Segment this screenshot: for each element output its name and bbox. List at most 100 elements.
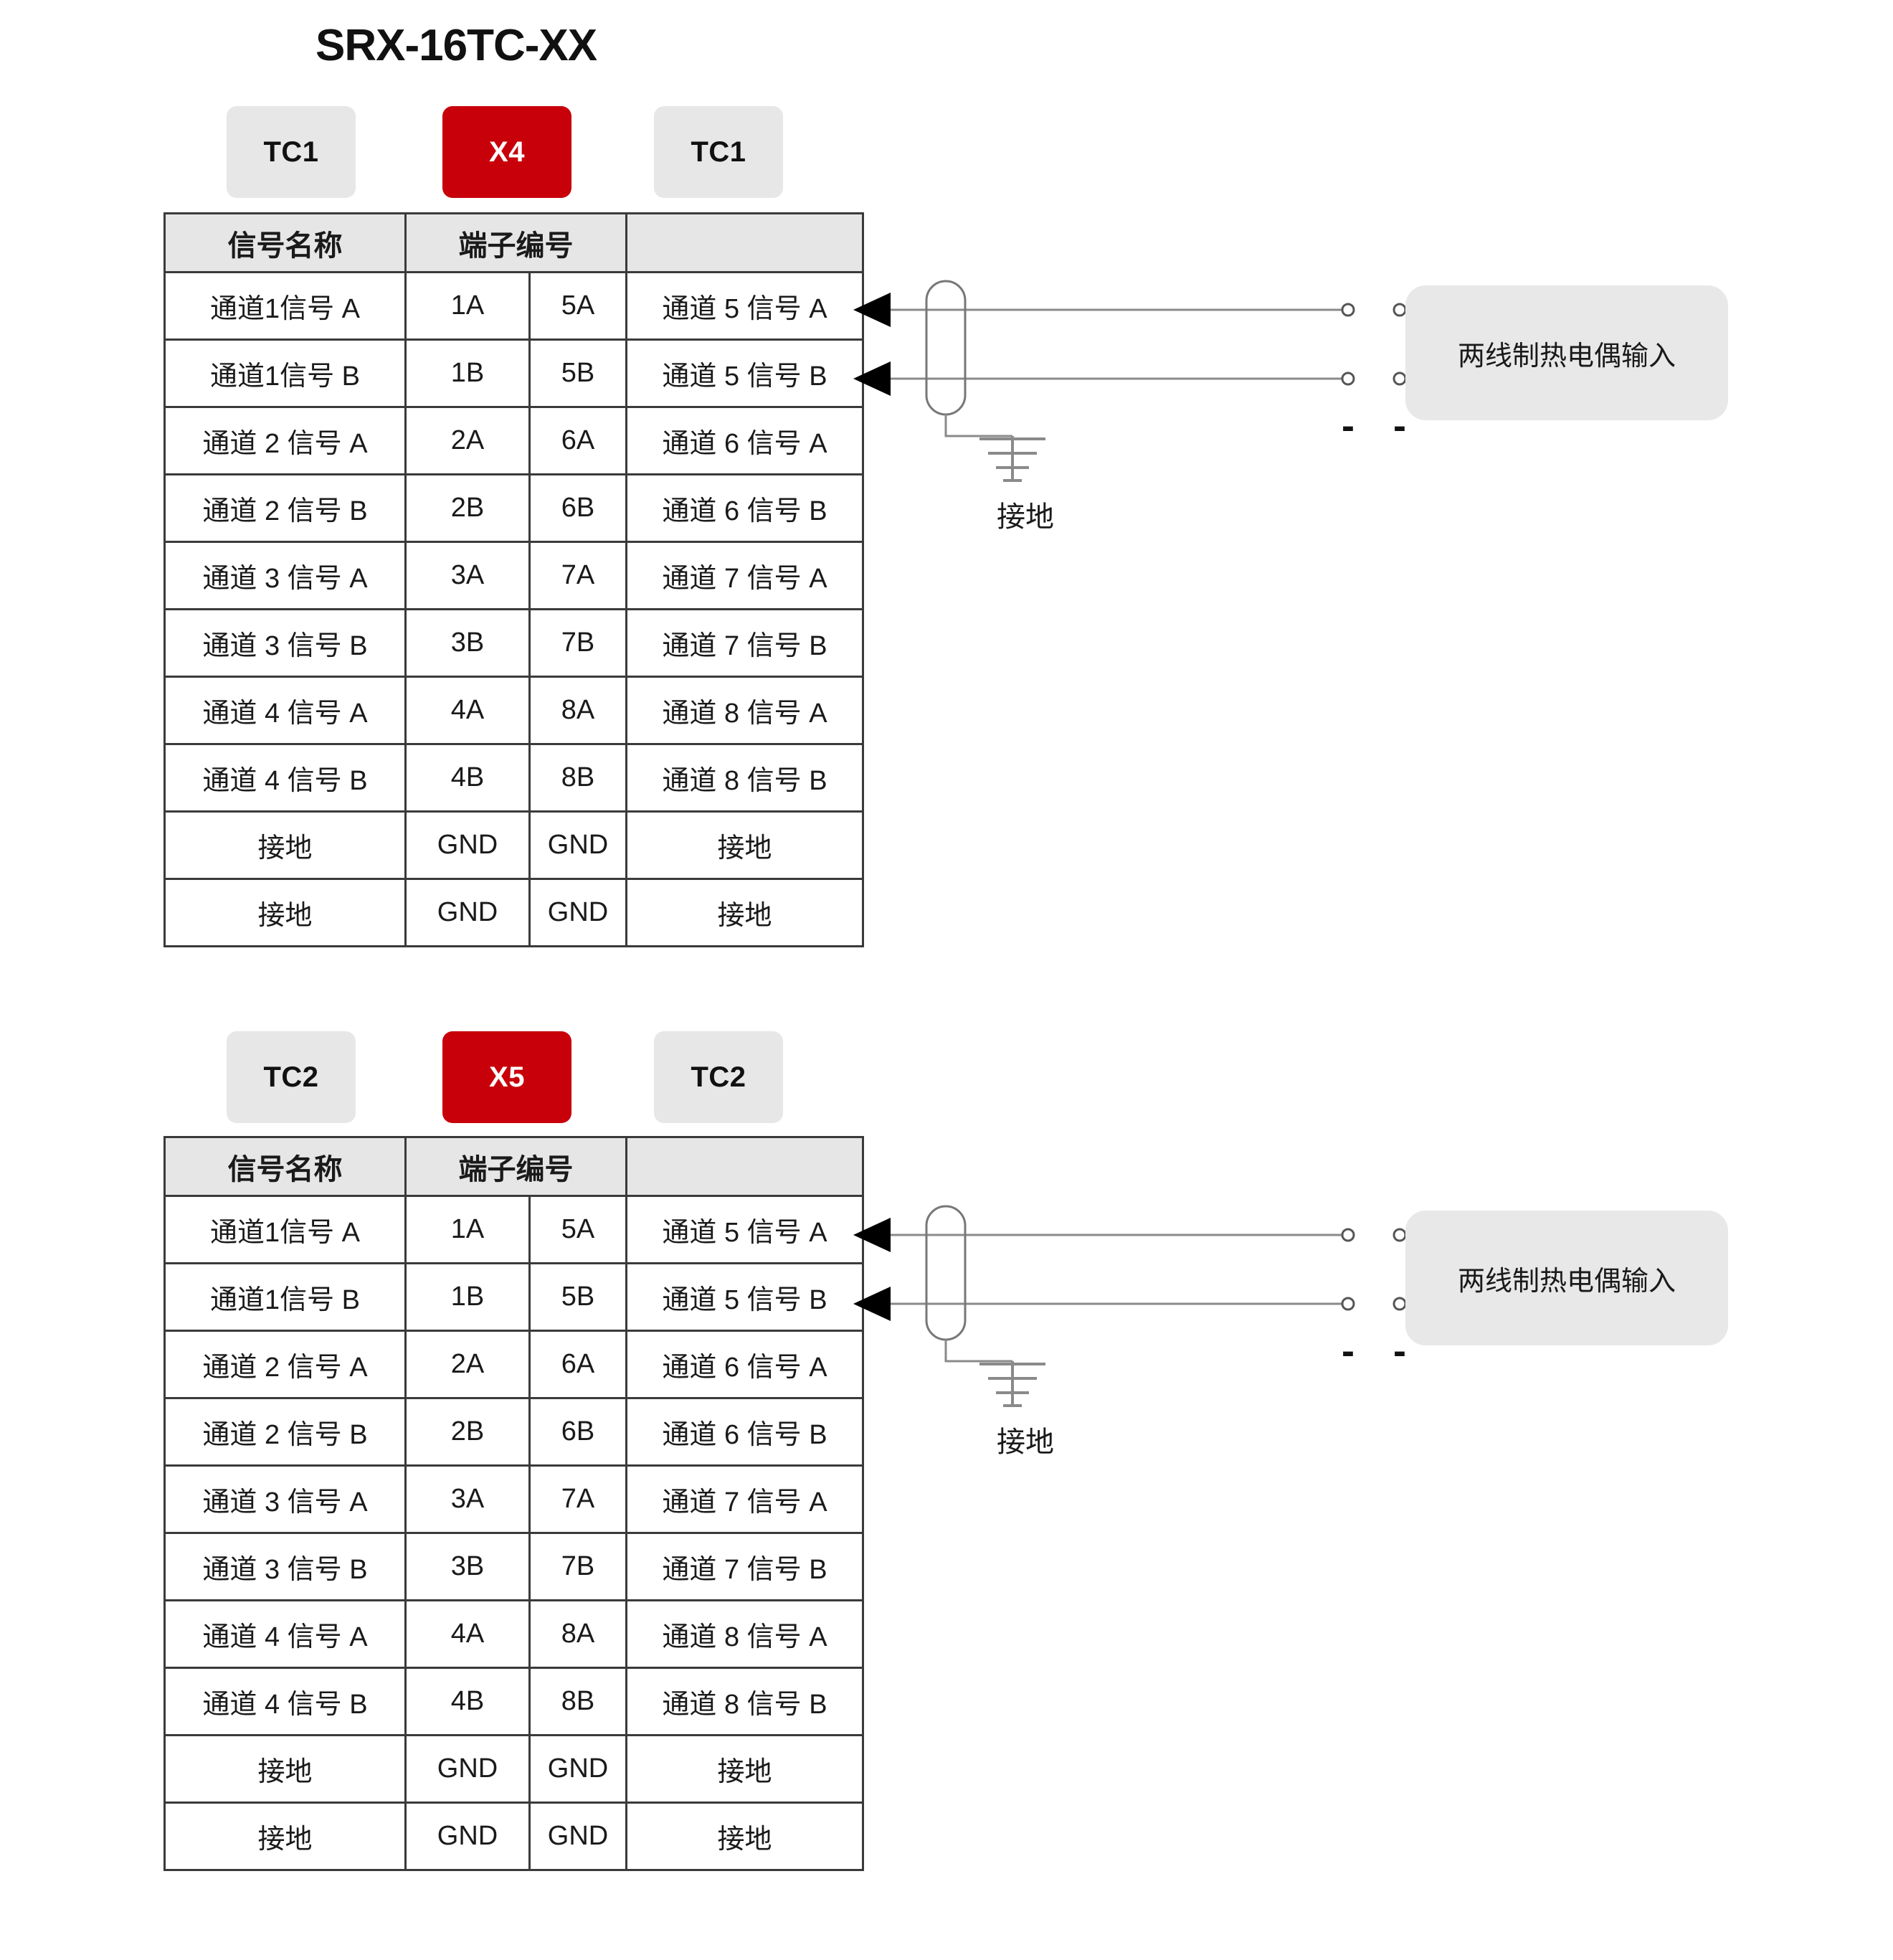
header-blank [625,212,864,273]
cell-right-signal: 通道 6 信号 B [625,1397,864,1467]
cell-right-signal: 接地 [625,1802,864,1871]
cell-right-signal: 接地 [625,810,864,880]
cell-left-signal: 通道 4 信号 A [163,676,407,745]
cell-right-signal: 接地 [625,1734,864,1804]
arrow-left-lower-icon [853,1287,891,1321]
cell-left-signal: 通道 4 信号 B [163,743,407,813]
cell-right-terminal: 7A [528,541,627,610]
terminal-circle-right-minus [1393,1297,1407,1311]
cell-right-terminal: 6B [528,1397,627,1467]
terminal-circle-left-plus [1341,1228,1355,1242]
cell-right-terminal: 5A [528,271,627,341]
cell-left-terminal: GND [404,1734,531,1804]
cell-left-signal: 通道 3 信号 B [163,608,407,678]
cell-left-signal: 通道 4 信号 B [163,1667,407,1736]
input-description-box-block-2: 两线制热电偶输入 [1405,1211,1728,1345]
polarity-plus-right: + [1388,1198,1411,1205]
cell-left-signal: 通道 2 信号 B [163,1397,407,1467]
cell-left-signal: 接地 [163,1802,407,1871]
cell-left-terminal: 2A [404,406,531,475]
cell-left-terminal: 4B [404,743,531,813]
cell-right-terminal: 6A [528,1330,627,1399]
shield-ground-lead [944,415,1012,437]
cell-right-signal: 通道 8 信号 B [625,743,864,813]
cell-right-terminal: 5B [528,338,627,408]
chip-center-label-block-2: X5 [489,1061,525,1093]
cell-left-terminal: 3B [404,1532,531,1601]
ground-symbol-icon [979,436,1045,482]
cell-left-terminal: 1A [404,1195,531,1264]
table-header-row: 信号名称 端子编号 [163,1136,864,1197]
cell-right-terminal: GND [528,1802,627,1871]
shield-capsule-icon [925,1205,967,1341]
cell-right-signal: 通道 7 信号 B [625,608,864,678]
cell-left-terminal: 3B [404,608,531,678]
cell-left-terminal: 4B [404,1667,531,1736]
cell-right-signal: 通道 6 信号 A [625,1330,864,1399]
cell-left-signal: 通道1信号 B [163,1262,407,1332]
polarity-minus-right: - [1393,404,1406,448]
cell-left-signal: 通道 4 信号 A [163,1599,407,1669]
arrow-left-upper-icon [853,1218,891,1252]
cell-right-terminal: 8B [528,743,627,813]
cell-right-signal: 接地 [625,878,864,947]
chip-left-block-2: TC2 [227,1031,356,1123]
cell-right-terminal: GND [528,878,627,947]
cell-left-signal: 接地 [163,878,407,947]
cell-left-signal: 通道 3 信号 A [163,1464,407,1534]
chip-right-block-2: TC2 [654,1031,783,1123]
cell-right-signal: 通道 5 信号 A [625,1195,864,1264]
cell-left-terminal: 1B [404,1262,531,1332]
chip-left-label-block-2: TC2 [263,1061,319,1093]
cell-left-terminal: 2A [404,1330,531,1399]
cell-left-terminal: 2B [404,1397,531,1467]
header-signal-name: 信号名称 [163,1136,407,1197]
terminal-circle-left-minus [1341,1297,1355,1311]
header-terminal-number: 端子编号 [404,212,627,273]
cell-left-terminal: 2B [404,473,531,543]
arrow-left-lower-icon [853,361,891,396]
cell-right-terminal: 5B [528,1262,627,1332]
cell-right-terminal: 7B [528,608,627,678]
cell-right-terminal: GND [528,810,627,880]
cell-right-terminal: 6B [528,473,627,543]
chip-center-block-1: X4 [442,106,571,198]
chip-left-label-block-1: TC1 [263,136,319,168]
cell-right-signal: 通道 8 信号 B [625,1667,864,1736]
polarity-plus-left: + [1337,1198,1360,1205]
cell-right-signal: 通道 5 信号 B [625,338,864,408]
cell-right-signal: 通道 8 信号 A [625,1599,864,1669]
cell-left-terminal: 1A [404,271,531,341]
cell-left-signal: 通道 3 信号 B [163,1532,407,1601]
terminal-circle-right-minus [1393,371,1407,386]
cell-right-terminal: 8A [528,676,627,745]
cell-right-signal: 通道 6 信号 A [625,406,864,475]
shield-ground-lead [944,1340,1012,1363]
input-description-label-block-2: 两线制热电偶输入 [1457,1266,1676,1297]
cell-right-signal: 通道 7 信号 A [625,1464,864,1534]
polarity-minus-left: - [1342,404,1354,448]
cell-right-signal: 通道 6 信号 B [625,473,864,543]
cell-left-signal: 通道 2 信号 A [163,1330,407,1399]
chip-left-block-1: TC1 [227,106,356,198]
cell-right-terminal: 7B [528,1532,627,1601]
